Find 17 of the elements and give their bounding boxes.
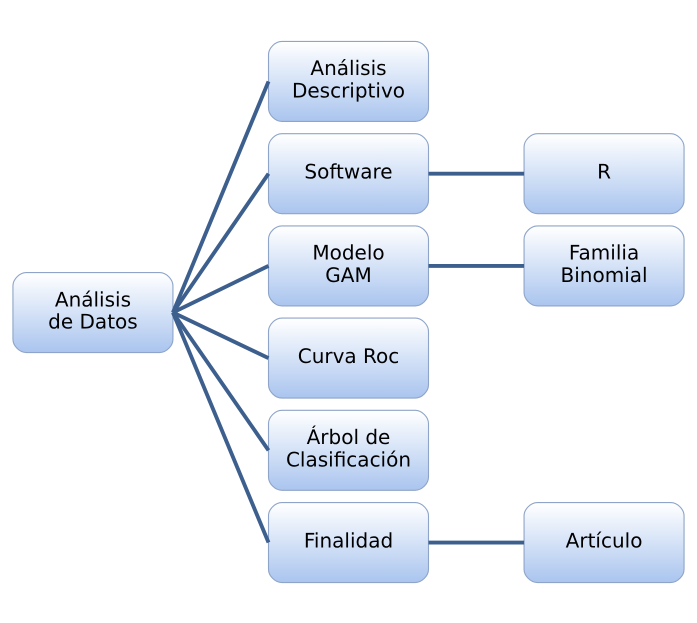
connector xyxy=(171,311,270,543)
connector xyxy=(428,263,524,268)
connector xyxy=(428,171,524,176)
node-box: Árbol de Clasificación xyxy=(268,409,430,490)
connector xyxy=(171,80,270,313)
node-box: Artículo xyxy=(524,502,685,583)
node-box: Modelo GAM xyxy=(268,224,430,306)
node-box: Familia Binomial xyxy=(524,224,685,306)
node-box: Finalidad xyxy=(268,502,430,583)
node-box: Análisis de Datos xyxy=(12,272,174,353)
connector xyxy=(428,540,524,544)
connector xyxy=(171,172,270,314)
node-box: Curva Roc xyxy=(268,317,430,398)
node-box: Software xyxy=(268,132,430,214)
node-box: R xyxy=(524,132,685,214)
connector xyxy=(171,310,270,451)
node-box: Análisis Descriptivo xyxy=(268,40,430,122)
